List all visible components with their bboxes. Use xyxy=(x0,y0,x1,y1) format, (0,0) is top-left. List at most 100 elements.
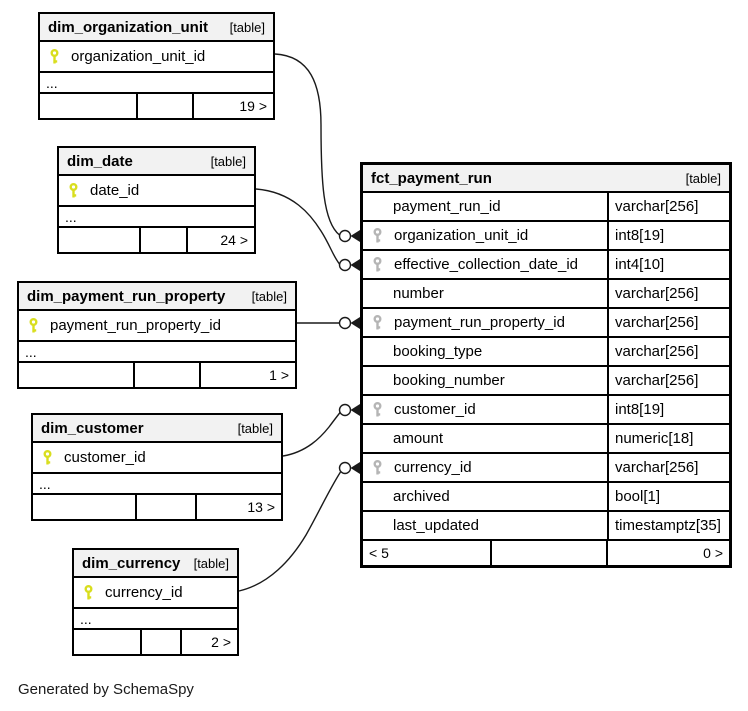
related-count: 2 > xyxy=(211,634,231,650)
foreign-key-icon xyxy=(371,227,384,244)
column-name: currency_id xyxy=(105,584,183,601)
table-name[interactable]: dim_payment_run_property xyxy=(27,287,226,305)
column-row: last_updated timestamptz[35] xyxy=(363,512,729,541)
more-columns-row: ... xyxy=(59,207,254,228)
column-name: payment_run_id xyxy=(393,198,501,215)
fk-connector-payment-run-property xyxy=(297,316,360,330)
footer-cell xyxy=(137,495,197,519)
column-type: int8[19] xyxy=(607,222,729,249)
entity-fct-payment-run[interactable]: fct_payment_run [table] payment_run_id v… xyxy=(360,162,732,568)
foreign-key-icon xyxy=(371,256,384,273)
table-name[interactable]: dim_organization_unit xyxy=(48,18,209,36)
column-row: organization_unit_id int8[19] xyxy=(363,222,729,251)
column-type: int8[19] xyxy=(607,396,729,423)
related-count: 13 > xyxy=(247,499,275,515)
footer-cell xyxy=(492,541,608,565)
column-row: currency_id varchar[256] xyxy=(363,454,729,483)
footer-cell xyxy=(138,94,194,118)
entity-footer: 2 > xyxy=(74,630,237,654)
footer-cell xyxy=(40,94,138,118)
column-row: date_id xyxy=(59,176,254,207)
primary-key-icon xyxy=(27,317,40,334)
related-count: 19 > xyxy=(239,98,267,114)
column-type: varchar[256] xyxy=(607,454,729,481)
entity-header: dim_date [table] xyxy=(59,148,254,176)
column-row: customer_id xyxy=(33,443,281,474)
fk-connector-customer xyxy=(282,403,360,457)
table-tag: [table] xyxy=(229,19,265,35)
column-type: varchar[256] xyxy=(607,309,729,336)
column-name: customer_id xyxy=(64,449,146,466)
column-row: archived bool[1] xyxy=(363,483,729,512)
table-name[interactable]: dim_customer xyxy=(41,419,144,437)
footer-cell xyxy=(141,228,188,252)
footer-cell xyxy=(19,363,135,387)
entity-header: dim_currency [table] xyxy=(74,550,237,578)
entity-dim-currency[interactable]: dim_currency [table] currency_id ... 2 > xyxy=(72,548,239,656)
entity-dim-date[interactable]: dim_date [table] date_id ... 24 > xyxy=(57,146,256,254)
entity-footer: 1 > xyxy=(19,363,295,387)
column-row: organization_unit_id xyxy=(40,42,273,73)
related-count: 0 > xyxy=(703,545,723,561)
table-tag: [table] xyxy=(237,420,273,436)
footer-cell xyxy=(74,630,143,654)
entity-header: dim_customer [table] xyxy=(33,415,281,443)
column-row: amount numeric[18] xyxy=(363,425,729,454)
entity-footer: 19 > xyxy=(40,94,273,118)
table-tag: [table] xyxy=(251,288,287,304)
column-row: booking_type varchar[256] xyxy=(363,338,729,367)
primary-key-icon xyxy=(67,182,80,199)
entity-footer: 13 > xyxy=(33,495,281,519)
foreign-key-icon xyxy=(371,314,384,331)
table-name[interactable]: fct_payment_run xyxy=(371,169,492,187)
entity-dim-payment-run-property[interactable]: dim_payment_run_property [table] payment… xyxy=(17,281,297,389)
column-name: date_id xyxy=(90,182,140,199)
related-count: 24 > xyxy=(220,232,248,248)
column-type: varchar[256] xyxy=(607,367,729,394)
fk-connector-date xyxy=(255,188,360,272)
column-name: booking_number xyxy=(393,372,505,389)
column-row: customer_id int8[19] xyxy=(363,396,729,425)
primary-key-icon xyxy=(41,449,54,466)
column-name: archived xyxy=(393,488,450,505)
table-tag: [table] xyxy=(193,555,229,571)
entity-header: dim_payment_run_property [table] xyxy=(19,283,295,311)
column-type: int4[10] xyxy=(607,251,729,278)
column-type: varchar[256] xyxy=(607,338,729,365)
entity-dim-customer[interactable]: dim_customer [table] customer_id ... 13 … xyxy=(31,413,283,521)
column-row: currency_id xyxy=(74,578,237,609)
column-row: number varchar[256] xyxy=(363,280,729,309)
column-type: varchar[256] xyxy=(607,193,729,220)
column-row: payment_run_property_id xyxy=(19,311,295,342)
table-name[interactable]: dim_date xyxy=(67,152,133,170)
generator-credit: Generated by SchemaSpy xyxy=(18,681,194,698)
column-row: payment_run_property_id varchar[256] xyxy=(363,309,729,338)
footer-cell xyxy=(142,630,182,654)
column-type: timestamptz[35] xyxy=(607,512,729,539)
column-name: booking_type xyxy=(393,343,483,360)
column-name: customer_id xyxy=(394,401,476,418)
more-columns-row: ... xyxy=(19,342,295,363)
primary-key-icon xyxy=(82,584,95,601)
more-columns-row: ... xyxy=(40,73,273,94)
table-tag: [table] xyxy=(210,153,246,169)
more-columns-row: ... xyxy=(74,609,237,630)
column-name: amount xyxy=(393,430,444,447)
footer-cell xyxy=(33,495,138,519)
related-count: 1 > xyxy=(269,367,289,383)
foreign-key-icon xyxy=(371,459,384,476)
entity-dim-organization-unit[interactable]: dim_organization_unit [table] organizati… xyxy=(38,12,275,120)
footer-cell xyxy=(59,228,141,252)
column-row: booking_number varchar[256] xyxy=(363,367,729,396)
column-name: payment_run_property_id xyxy=(50,317,221,334)
entity-footer: < 5 0 > xyxy=(363,541,729,565)
entity-header: fct_payment_run [table] xyxy=(363,165,729,193)
column-type: numeric[18] xyxy=(607,425,729,452)
column-name: effective_collection_date_id xyxy=(394,256,579,273)
column-name: currency_id xyxy=(394,459,472,476)
column-name: last_updated xyxy=(393,517,479,534)
table-name[interactable]: dim_currency xyxy=(82,554,181,572)
column-name: organization_unit_id xyxy=(394,227,529,244)
primary-key-icon xyxy=(48,48,61,65)
